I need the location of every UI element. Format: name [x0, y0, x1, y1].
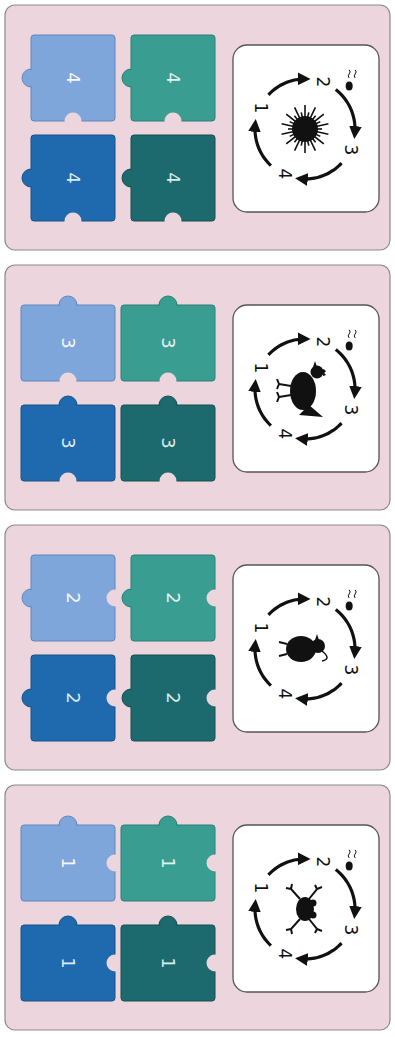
puzzle-piece: 4: [121, 35, 215, 121]
stage-number: 4: [274, 947, 293, 962]
piece-number: 2: [64, 592, 82, 603]
cycle-arrow: [255, 123, 271, 166]
puzzle-piece: 3: [121, 395, 215, 481]
stage-number: 3: [341, 403, 360, 418]
puzzle-piece: 2: [121, 655, 215, 741]
cycle-arrow: [268, 339, 306, 355]
stage-number: 2: [313, 855, 332, 870]
life-cycle-box: [233, 305, 379, 472]
puzzle-piece: 1: [21, 815, 115, 901]
animal-silhouette: [277, 361, 326, 417]
puzzle-piece: 1: [121, 915, 215, 1001]
cycle-arrow: [299, 423, 342, 439]
piece-number: 3: [159, 437, 177, 448]
puzzle-piece: 2: [21, 555, 115, 641]
piece-number: 1: [59, 957, 77, 968]
egg-symbol: [346, 70, 357, 91]
card-panel: [5, 785, 390, 1030]
life-cycle-box: [233, 565, 379, 732]
stage-number: 2: [313, 75, 332, 90]
life-cycle-box: [233, 45, 379, 212]
cycle-arrow: [268, 859, 306, 875]
piece-number: 1: [159, 957, 177, 968]
puzzle-piece: 3: [21, 295, 115, 381]
piece-number: 4: [164, 72, 182, 83]
puzzle-piece: 2: [121, 555, 215, 641]
egg-symbol: [346, 850, 357, 871]
card-panel: [5, 5, 390, 250]
puzzle-piece: 1: [21, 915, 115, 1001]
piece-number: 2: [164, 592, 182, 603]
stage-number: 1: [250, 100, 269, 115]
puzzle-piece: 1: [121, 815, 215, 901]
egg-symbol: [346, 330, 357, 351]
cycle-arrow: [255, 383, 271, 426]
piece-number: 4: [164, 172, 182, 183]
cycle-arrow: [268, 79, 306, 95]
piece-number: 3: [159, 337, 177, 348]
stage-number: 3: [341, 923, 360, 938]
life-cycle-frame: [233, 45, 379, 212]
stage-number: 2: [313, 335, 332, 350]
stage-number: 4: [274, 687, 293, 702]
cycle-arrow: [268, 599, 306, 615]
cycle-arrow: [299, 943, 342, 959]
animal-silhouette: [282, 105, 329, 153]
life-cycle-frame: [233, 825, 379, 992]
stage-number: 1: [250, 360, 269, 375]
piece-number: 3: [59, 337, 77, 348]
life-cycle-frame: [233, 565, 379, 732]
piece-number: 2: [164, 692, 182, 703]
puzzle-piece: 3: [121, 295, 215, 381]
animal-silhouette: [286, 884, 322, 934]
stage-number: 2: [313, 595, 332, 610]
piece-number: 2: [64, 692, 82, 703]
cycle-arrow: [336, 870, 355, 915]
puzzle-piece: 4: [21, 135, 115, 221]
life-cycle-frame: [233, 305, 379, 472]
stage-number: 4: [274, 427, 293, 442]
card-panel: [5, 265, 390, 510]
cycle-arrow: [336, 90, 355, 135]
puzzle-piece: 4: [21, 35, 115, 121]
piece-number: 4: [64, 172, 82, 183]
cycle-arrow: [299, 683, 342, 699]
puzzle-piece: 2: [21, 655, 115, 741]
egg-symbol: [346, 590, 357, 611]
puzzle-piece: 4: [121, 135, 215, 221]
piece-number: 1: [159, 857, 177, 868]
cycle-arrow: [336, 350, 355, 395]
piece-number: 4: [64, 72, 82, 83]
stage-number: 3: [341, 663, 360, 678]
piece-number: 1: [59, 857, 77, 868]
cycle-arrow: [255, 643, 271, 686]
stage-number: 3: [341, 143, 360, 158]
piece-number: 3: [59, 437, 77, 448]
puzzle-piece: 3: [21, 395, 115, 481]
life-cycle-box: [233, 825, 379, 992]
stage-number: 1: [250, 880, 269, 895]
cycle-arrow: [336, 610, 355, 655]
stage-number: 4: [274, 167, 293, 182]
animal-silhouette: [279, 634, 327, 662]
cycle-arrow: [255, 903, 271, 946]
card-panel: [5, 525, 390, 770]
cycle-arrow: [299, 163, 342, 179]
stage-number: 1: [250, 620, 269, 635]
